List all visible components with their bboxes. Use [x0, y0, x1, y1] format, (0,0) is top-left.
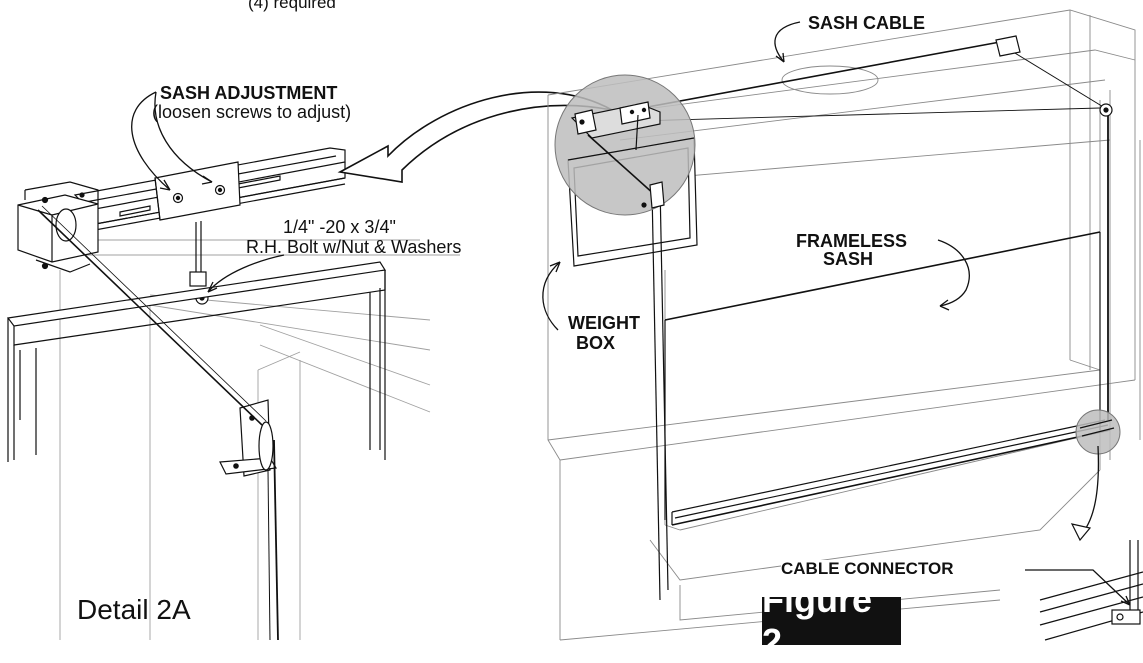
- frameless-sash-label-line1: FRAMELESS: [796, 231, 908, 251]
- weight-box-label-line2: BOX: [576, 333, 616, 354]
- window-box-drawing: [547, 9, 1141, 641]
- figure-title: Figure 2: [762, 579, 901, 662]
- frameless-sash-label-line2: SASH: [823, 249, 874, 269]
- sash-adjustment-label: SASH ADJUSTMENT: [160, 83, 338, 103]
- magnifier-bottom-right: [1075, 409, 1121, 455]
- weight-box-label-line1: WEIGHT: [568, 313, 640, 334]
- diagram-stage: (4) required SASH ADJUSTMENT (loosen scr…: [6, 0, 1143, 662]
- bolt-spec-line1: 1/4" -20 x 3/4": [283, 217, 396, 237]
- detail-label: Detail 2A: [77, 594, 191, 625]
- sash-cable-label: SASH CABLE: [808, 13, 926, 33]
- magnifier-top-left: [554, 74, 696, 216]
- cable-connector-inset: [1039, 445, 1143, 641]
- right-leader-lines: [542, 21, 1131, 606]
- sash-adjustment-note: (loosen screws to adjust): [152, 102, 352, 122]
- top-note: (4) required: [248, 0, 336, 12]
- bolt-spec-line2: R.H. Bolt w/Nut & Washers: [246, 237, 462, 257]
- technical-drawing: [6, 9, 1143, 641]
- cable-connector-label: CABLE CONNECTOR: [781, 559, 954, 579]
- detail-2a-drawing: [6, 91, 460, 641]
